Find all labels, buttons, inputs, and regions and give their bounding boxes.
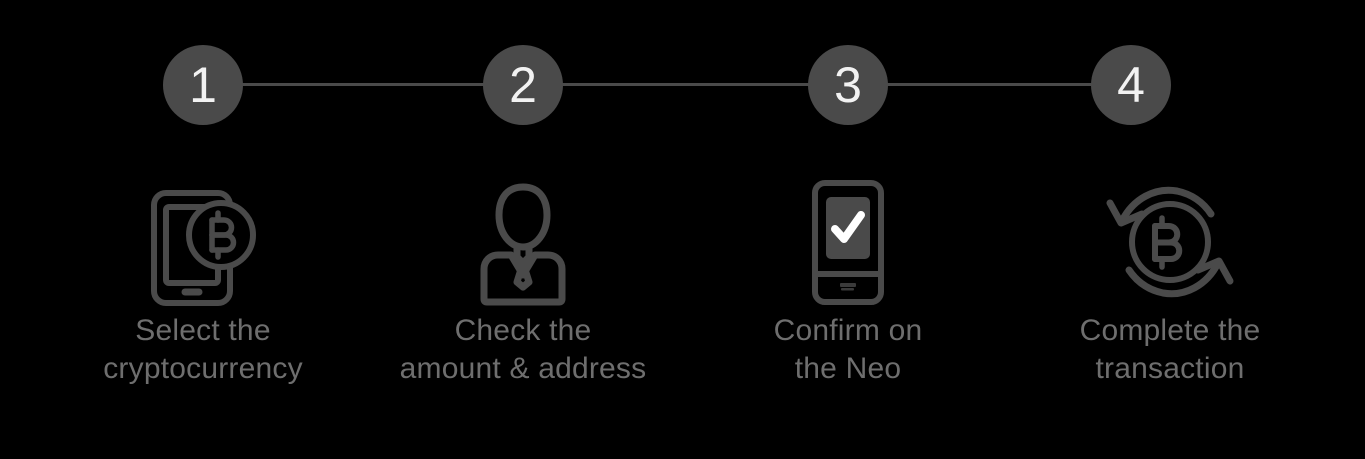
step-columns: Select the cryptocurrency Check the amou… <box>0 172 1365 412</box>
step-icon-4-wrap <box>1030 172 1310 312</box>
step-number-badge-4[interactable]: 4 <box>1091 45 1171 125</box>
person-user-icon <box>480 183 566 306</box>
step-label-3: Confirm on the Neo <box>773 314 923 385</box>
step-column-1: Select the cryptocurrency <box>63 172 343 388</box>
step-number-badge-1[interactable]: 1 <box>163 45 243 125</box>
step-progress-rail: 1 2 3 4 <box>163 45 1171 125</box>
step-number-badge-3[interactable]: 3 <box>808 45 888 125</box>
step-column-3: Confirm on the Neo <box>708 172 988 388</box>
rail-connector-line <box>203 83 1131 86</box>
device-brand-mark <box>840 283 856 291</box>
step-column-4: Complete the transaction <box>1030 172 1310 388</box>
bitcoin-exchange-arrows-icon <box>1106 186 1234 298</box>
hardware-wallet-check-icon <box>812 180 884 305</box>
step-number-badge-2[interactable]: 2 <box>483 45 563 125</box>
step-label-1: Select the cryptocurrency <box>103 314 303 385</box>
step-icon-3-wrap <box>708 172 988 312</box>
step-label-2: Check the amount & address <box>399 314 647 385</box>
step-icon-1-wrap <box>63 172 343 312</box>
step-label-4: Complete the transaction <box>1079 314 1261 385</box>
smartphone-bitcoin-icon <box>151 190 256 306</box>
step-column-2: Check the amount & address <box>383 172 663 388</box>
step-icon-2-wrap <box>383 172 663 312</box>
